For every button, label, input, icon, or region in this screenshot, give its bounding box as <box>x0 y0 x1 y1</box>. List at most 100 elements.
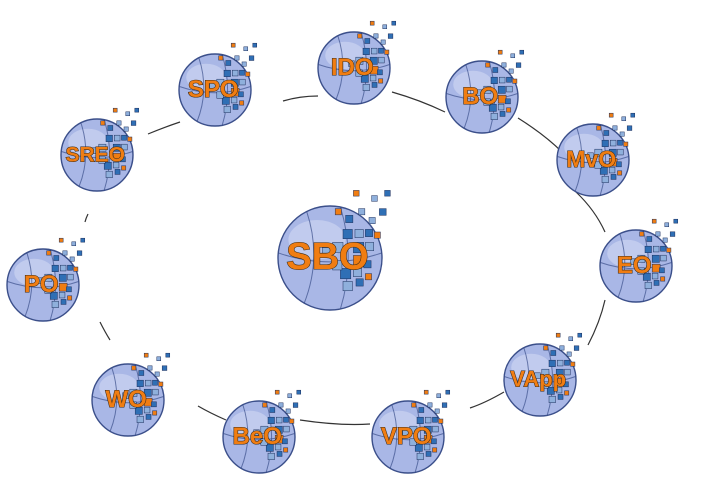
ball-seam <box>277 252 383 263</box>
pixel-square <box>506 85 513 93</box>
pixel-square <box>260 425 269 434</box>
pixel-square <box>510 53 516 59</box>
pixel-square <box>239 100 245 106</box>
pixel-square <box>120 156 126 163</box>
pixel-square <box>543 345 549 351</box>
pixel-square <box>621 116 627 122</box>
node-bo[interactable]: BO <box>445 49 525 134</box>
pixel-square <box>156 356 162 362</box>
pixel-square <box>653 245 660 253</box>
pixel-square <box>363 260 372 269</box>
pixel-square <box>369 56 378 65</box>
pixel-square <box>58 291 66 299</box>
node-label-vpo: VPO <box>381 423 432 450</box>
node-vpo[interactable]: VPO <box>371 389 451 474</box>
pixel-square <box>673 218 679 224</box>
ball-seam <box>599 261 673 270</box>
pixel-square <box>362 83 370 91</box>
pixel-square <box>129 401 137 409</box>
node-ido[interactable]: IDO <box>317 20 397 105</box>
pixel-square <box>234 55 240 61</box>
handball-pixel-icon <box>317 20 397 105</box>
node-label-ido: IDO <box>331 54 374 81</box>
pixel-square <box>662 237 668 243</box>
ball-seam <box>240 404 249 469</box>
handball-pixel-icon <box>6 237 86 322</box>
pixel-square <box>112 161 120 169</box>
pixel-square <box>354 229 364 238</box>
pixel-square <box>345 215 354 223</box>
pixel-square <box>436 393 442 399</box>
node-sreo[interactable]: SREO <box>60 107 140 192</box>
pixel-square <box>637 254 646 263</box>
ball-seam <box>556 155 630 164</box>
pixel-square <box>103 161 112 170</box>
pixel-square <box>608 148 617 157</box>
node-vapp[interactable]: VApp <box>503 332 583 417</box>
pixel-square <box>651 272 659 280</box>
pixel-square <box>659 267 665 274</box>
node-mvo[interactable]: MvO <box>556 112 636 197</box>
pixel-square <box>483 85 492 94</box>
connector-line <box>84 213 89 223</box>
pixel-square <box>646 236 653 242</box>
node-spo[interactable]: SPO <box>178 42 258 127</box>
pixel-square <box>334 208 342 216</box>
pixel-square <box>105 170 113 178</box>
pixel-square <box>577 332 583 338</box>
node-sbo[interactable]: SBO <box>277 190 391 311</box>
node-po[interactable]: PO <box>6 237 86 322</box>
pixel-square <box>601 139 609 147</box>
pixel-square <box>617 170 623 176</box>
node-beo[interactable]: BeO <box>222 389 302 474</box>
connector-line <box>575 191 606 233</box>
pixel-square <box>161 365 168 371</box>
handball-pixel-icon <box>91 352 171 437</box>
pixel-square <box>490 112 498 120</box>
pixel-square <box>608 166 616 174</box>
pixel-square <box>223 105 231 113</box>
pixel-square <box>519 49 525 55</box>
node-label-mvo: MvO <box>566 146 616 172</box>
pixel-square <box>505 98 511 105</box>
pixel-square <box>438 418 444 424</box>
pixel-square <box>274 425 283 434</box>
node-wo[interactable]: WO <box>91 352 171 437</box>
pixel-square <box>58 282 68 292</box>
pixel-square <box>425 451 432 457</box>
pixel-square <box>594 148 603 157</box>
pixel-square <box>445 389 451 395</box>
pixel-square <box>555 368 564 377</box>
pixel-square <box>499 76 506 84</box>
pixel-square <box>165 352 171 358</box>
pixel-square <box>121 165 127 171</box>
pixel-square <box>121 143 128 151</box>
connector-line <box>147 121 181 135</box>
pixel-square <box>230 42 236 48</box>
pixel-square <box>348 60 355 67</box>
node-eo[interactable]: EO <box>599 218 679 303</box>
pixel-square <box>121 134 127 141</box>
pixel-square <box>637 267 645 275</box>
pixel-square <box>485 62 491 68</box>
ball-highlight <box>511 353 551 382</box>
pixel-square <box>644 281 652 289</box>
pixel-square <box>617 139 623 146</box>
pixel-square <box>557 359 564 367</box>
pixel-square <box>114 169 121 175</box>
pixel-square <box>278 402 284 408</box>
ball-seam <box>488 61 496 133</box>
pixel-square <box>373 33 379 39</box>
pixel-square <box>365 273 372 281</box>
pixel-square <box>377 69 383 76</box>
ball-highlight <box>607 239 647 268</box>
pixel-square <box>409 425 418 434</box>
pixel-square <box>387 33 394 39</box>
pixel-square <box>506 76 512 83</box>
pixel-square <box>402 429 409 436</box>
pixel-square <box>651 263 661 273</box>
pixel-square <box>630 258 637 265</box>
pixel-square <box>151 401 157 408</box>
node-label-eo: EO <box>617 252 652 279</box>
pixel-square <box>499 111 506 117</box>
